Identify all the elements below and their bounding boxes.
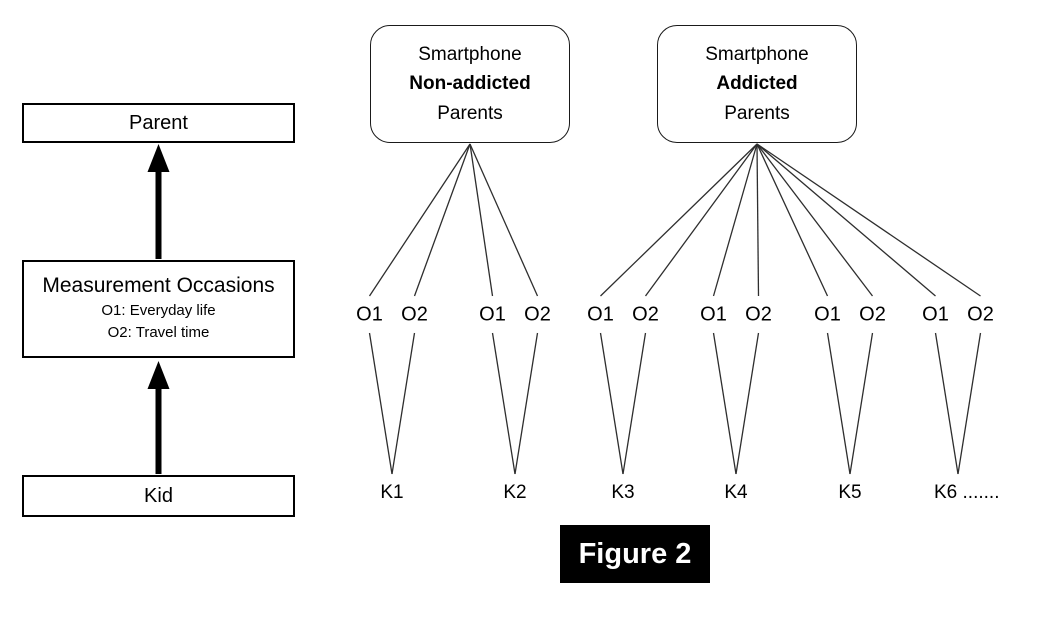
group-addicted-line2: Addicted bbox=[716, 73, 798, 95]
occasion-to-kid-line bbox=[622, 332, 647, 475]
occasion-to-kid-line bbox=[849, 332, 874, 475]
group-addicted-line1: Smartphone bbox=[705, 43, 809, 65]
kid-label-5: K5 bbox=[838, 482, 862, 503]
parent-to-occasion-line bbox=[756, 143, 829, 297]
group-box-nonaddicted-parents: Smartphone Non-addicted Parents bbox=[370, 25, 570, 143]
occasion-label-o2: O2 bbox=[745, 303, 772, 326]
kid-box-label: Kid bbox=[144, 484, 173, 507]
occasion-to-kid-line bbox=[599, 332, 624, 475]
kid-label-2: K2 bbox=[503, 482, 527, 503]
measurement-occasions-box: Measurement Occasions O1: Everyday life … bbox=[22, 260, 295, 358]
group-addicted-line3: Parents bbox=[724, 102, 790, 124]
parent-box-label: Parent bbox=[129, 111, 188, 134]
occasion-to-kid-line bbox=[368, 332, 393, 475]
figure-caption: Figure 2 bbox=[560, 525, 710, 583]
parent-to-occasion-line bbox=[600, 143, 758, 297]
occasion-label-o1: O1 bbox=[587, 303, 614, 326]
occasion-to-kid-line bbox=[712, 332, 737, 475]
occasion-label-o2: O2 bbox=[632, 303, 659, 326]
occasion-label-o2: O2 bbox=[524, 303, 551, 326]
occasion-label-o2: O2 bbox=[859, 303, 886, 326]
occasion-label-o2: O2 bbox=[401, 303, 428, 326]
group-nonaddicted-line3: Parents bbox=[437, 102, 503, 124]
upward-arrow-head bbox=[147, 361, 170, 389]
occasion-to-kid-line bbox=[934, 332, 959, 475]
parent-to-occasion-line bbox=[413, 143, 471, 297]
kid-label-3: K3 bbox=[611, 482, 635, 503]
kid-label-4: K4 bbox=[724, 482, 748, 503]
occasion-to-kid-line bbox=[514, 332, 539, 475]
parent-to-occasion-line bbox=[756, 143, 760, 297]
parent-to-occasion-line bbox=[469, 143, 494, 297]
parent-to-occasion-line bbox=[368, 143, 471, 297]
occasion-definition-o1: O1: Everyday life bbox=[101, 301, 216, 319]
group-nonaddicted-line1: Smartphone bbox=[418, 43, 522, 65]
occasion-label-o1: O1 bbox=[479, 303, 506, 326]
occasion-label-o1: O1 bbox=[922, 303, 949, 326]
parent-to-occasion-line bbox=[469, 143, 539, 297]
occasion-to-kid-line bbox=[957, 332, 982, 475]
occasion-to-kid-line bbox=[391, 332, 416, 475]
parent-to-occasion-line bbox=[756, 143, 936, 297]
occasion-label-o1: O1 bbox=[814, 303, 841, 326]
occasion-label-o1: O1 bbox=[700, 303, 727, 326]
upward-arrow-head bbox=[147, 144, 170, 172]
occasion-label-o2: O2 bbox=[967, 303, 994, 326]
parent-to-occasion-line bbox=[644, 143, 758, 297]
group-nonaddicted-line2: Non-addicted bbox=[409, 73, 531, 95]
parent-box: Parent bbox=[22, 103, 295, 143]
kid-box: Kid bbox=[22, 475, 295, 517]
occasion-definition-o2: O2: Travel time bbox=[107, 324, 210, 342]
kid-label-6: K6 ....... bbox=[934, 482, 1000, 503]
parent-to-occasion-line bbox=[756, 143, 981, 297]
parent-to-occasion-line bbox=[756, 143, 874, 297]
occasion-label-o1: O1 bbox=[356, 303, 383, 326]
occasion-to-kid-line bbox=[491, 332, 516, 475]
kid-label-1: K1 bbox=[380, 482, 404, 503]
parent-to-occasion-line bbox=[712, 143, 758, 297]
occasion-to-kid-line bbox=[826, 332, 851, 475]
occasion-to-kid-line bbox=[735, 332, 760, 475]
group-box-addicted-parents: Smartphone Addicted Parents bbox=[657, 25, 857, 143]
measurement-occasions-title: Measurement Occasions bbox=[42, 274, 275, 298]
